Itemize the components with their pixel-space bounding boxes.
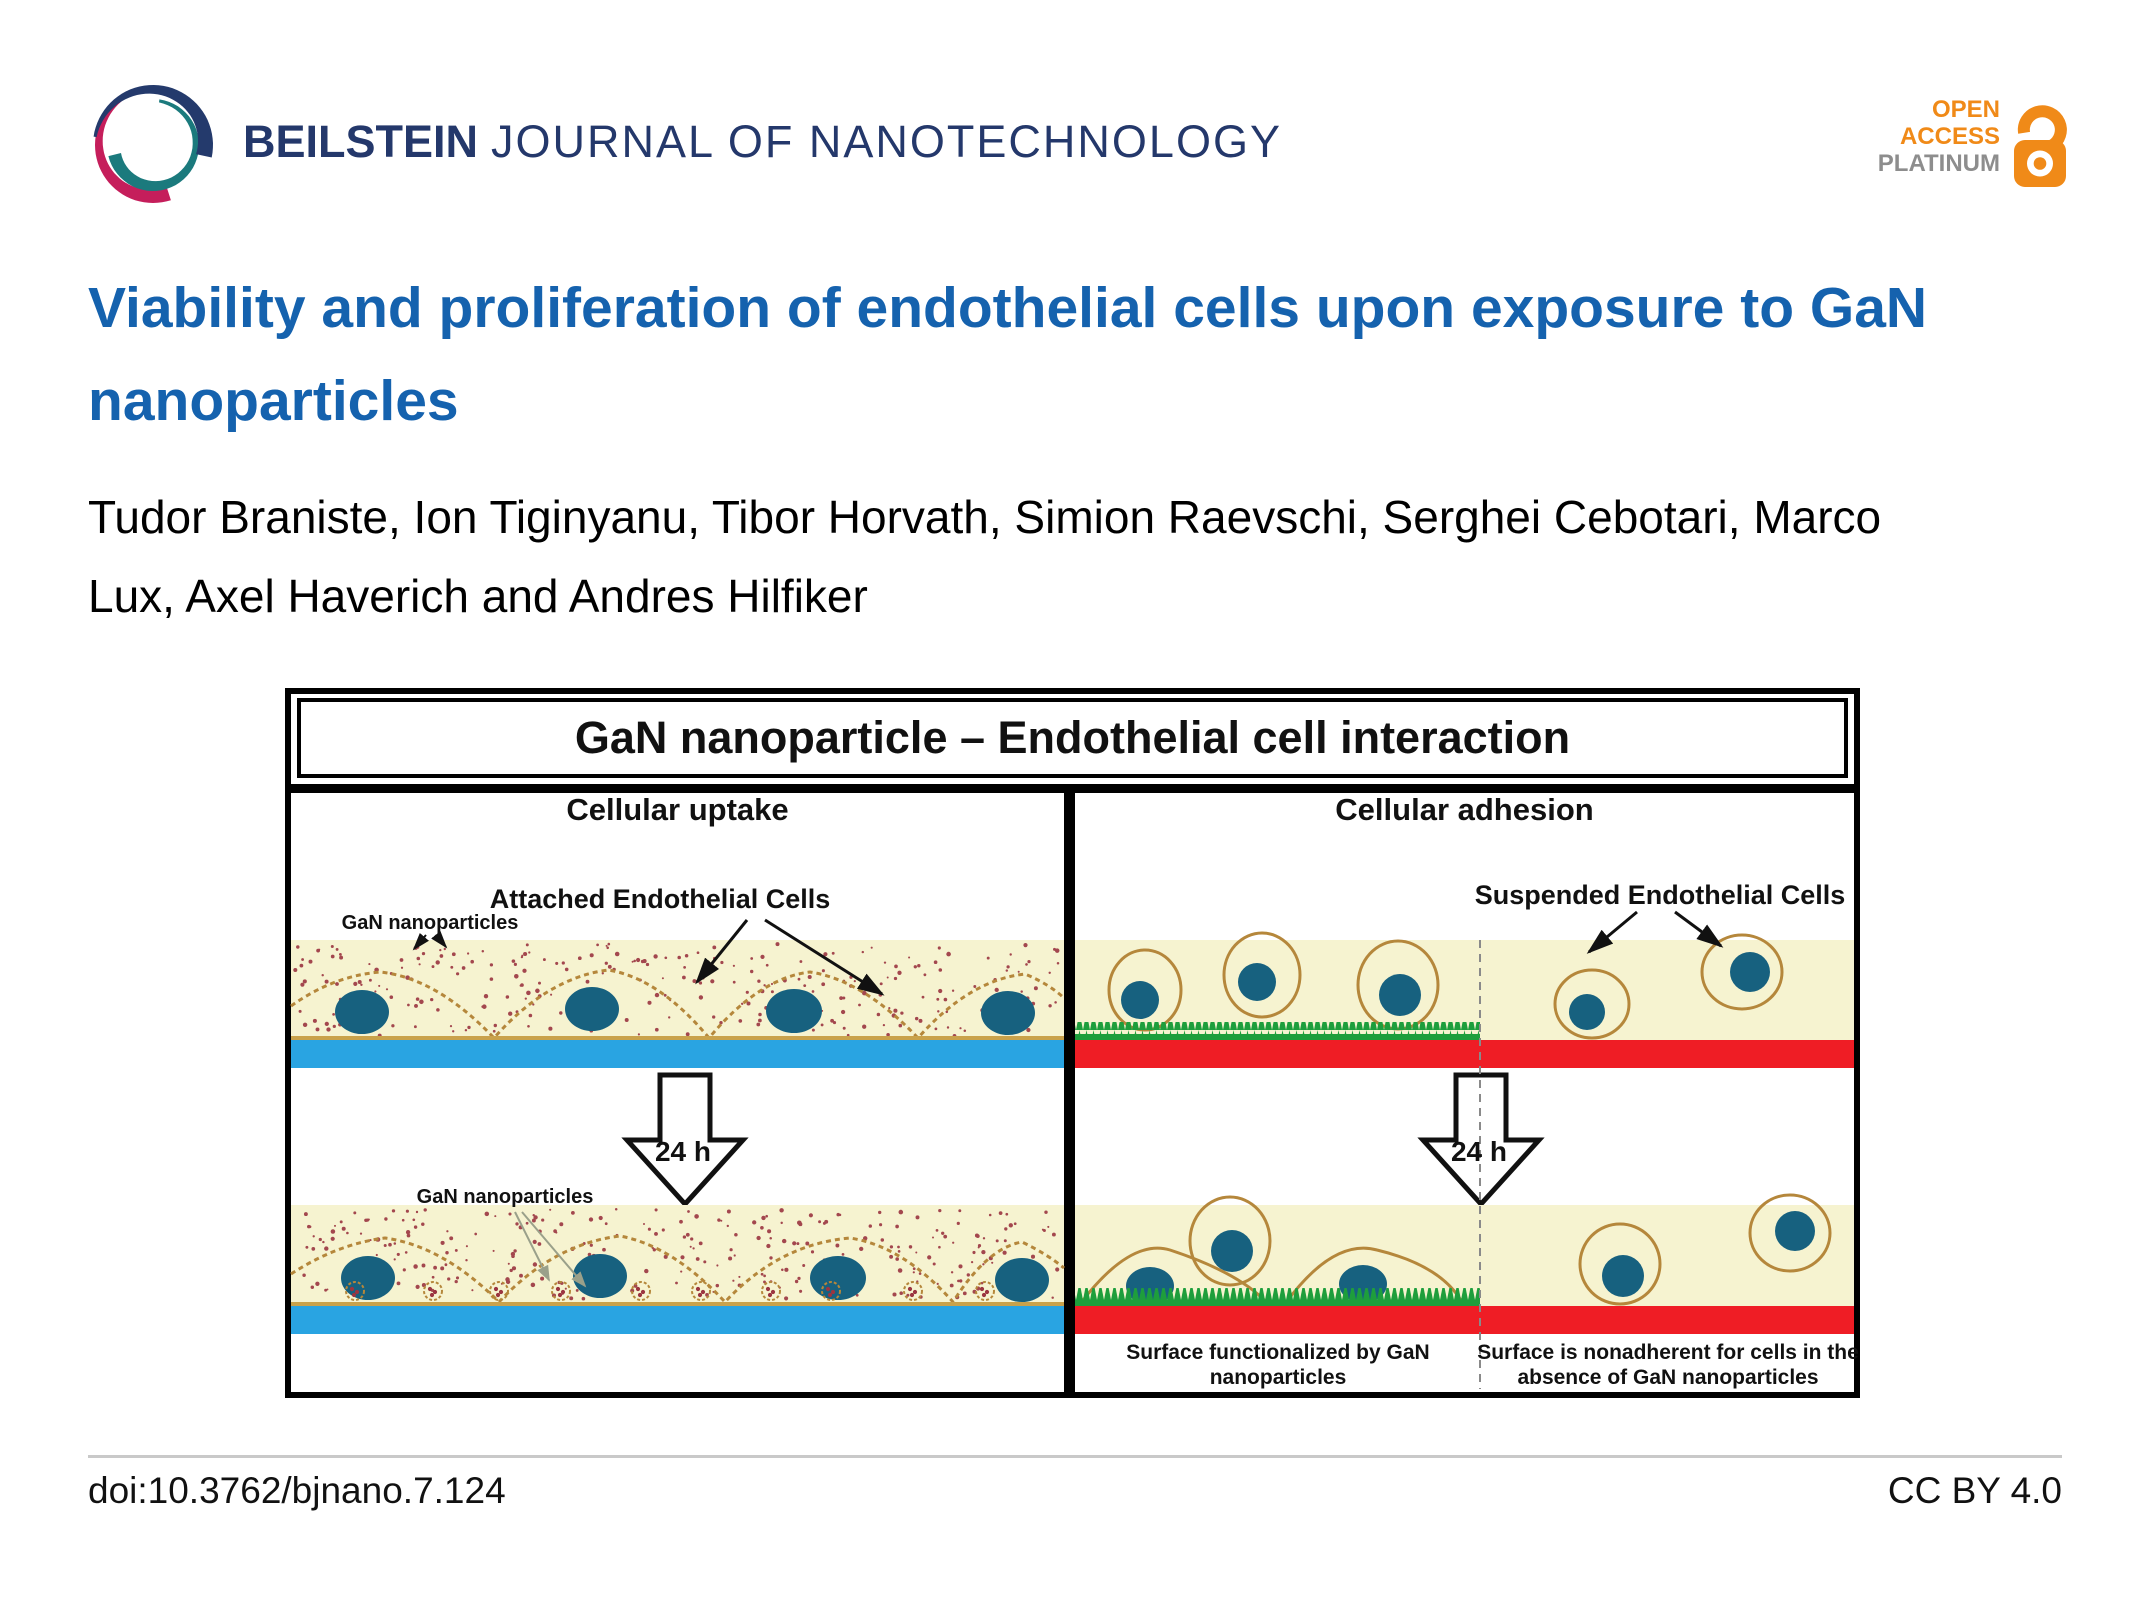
suspended-cells-arrow — [1586, 910, 1638, 954]
open-access-lock-icon — [2014, 105, 2067, 187]
uptaken-nanoparticle-vesicles — [345, 1281, 995, 1301]
gan-functionalized-base-bottom — [1075, 1300, 1480, 1306]
figure-outer-border — [285, 688, 1860, 1398]
journal-name-regular: JOURNAL OF NANOTECHNOLOGY — [491, 116, 1282, 167]
paper-title: Viability and proliferation of endotheli… — [88, 276, 1928, 433]
blue-surface-top — [291, 1040, 1064, 1068]
gan-functionalized-base-top — [1075, 1034, 1480, 1040]
substrate-edge-top — [291, 1036, 1064, 1040]
doi-label: doi:10.3762/bjnano.7.124 — [88, 1470, 506, 1511]
caption-functionalized-surface: Surface functionalized by GaN nanopartic… — [1126, 1341, 1430, 1390]
footer-divider — [88, 1455, 2062, 1458]
figure-title: GaN nanoparticle – Endothelial cell inte… — [574, 712, 1571, 763]
badge-platinum-label: PLATINUM — [1877, 150, 2000, 177]
caption-nonadherent-surface: Surface is nonadherent for cells in the … — [1477, 1341, 1859, 1390]
gan-pointer-line — [514, 1211, 550, 1282]
gan-functionalized-layer-bottom — [1075, 1288, 1480, 1302]
left-24h-arrow — [621, 1072, 749, 1208]
suspended-endothelial-cells-label: Suspended Endothelial Cells — [1474, 880, 1846, 910]
left-panel-heading: Cellular uptake — [566, 792, 789, 827]
cell-nuclei-top — [335, 987, 1035, 1035]
red-surface-bottom — [1075, 1306, 1854, 1334]
journal-name: BEILSTEIN JOURNAL OF NANOTECHNOLOGY — [243, 116, 1282, 168]
attached-endothelial-cells-label: Attached Endothelial Cells — [489, 884, 831, 914]
open-access-badge: OPEN ACCESS PLATINUM — [1878, 96, 2000, 177]
uptake-medium-band-top — [291, 940, 1064, 1040]
suspended-cell-nuclei-top — [1121, 952, 1770, 1030]
gan-nanoparticles-label-bottom: GaN nanoparticles — [416, 1186, 594, 1208]
cell-outlines-bottom — [1078, 1193, 1832, 1306]
red-surface-top — [1075, 1040, 1854, 1068]
license-label: CC BY 4.0 — [1887, 1470, 2062, 1511]
badge-open-label: OPEN — [1931, 96, 2000, 123]
gan-nanoparticles-label-top: GaN nanoparticles — [341, 912, 519, 934]
uptake-medium-band-bottom — [291, 1205, 1064, 1306]
right-panel-heading: Cellular adhesion — [1335, 792, 1594, 827]
figure-vertical-divider — [1064, 793, 1075, 1392]
blue-surface-bottom — [291, 1306, 1064, 1334]
left-panel-graphics — [290, 918, 1066, 1334]
gan-pointer-arrow — [431, 930, 448, 949]
gan-pointer-line — [521, 1211, 587, 1288]
cell-membrane-wave-bottom — [290, 1234, 1065, 1305]
figure-title-box — [297, 698, 1848, 778]
journal-name-bold: BEILSTEIN — [243, 116, 479, 167]
gan-functionalized-layer-top — [1075, 1022, 1480, 1036]
attached-cells-arrow — [695, 919, 749, 985]
graphical-abstract-figure: GaN nanoparticle – Endothelial cell inte… — [285, 688, 1860, 1398]
paper-authors: Tudor Braniste, Ion Tiginyanu, Tibor Hor… — [88, 491, 1882, 623]
left-24h-label: 24 h — [654, 1136, 712, 1167]
cell-nuclei-bottom — [341, 1254, 1049, 1302]
right-panel-graphics — [1075, 910, 1854, 1389]
attached-cells-arrow — [764, 918, 885, 996]
right-24h-label: 24 h — [1450, 1136, 1508, 1167]
lock-shackle — [2017, 105, 2067, 151]
substrate-edge-bottom — [291, 1302, 1064, 1306]
figure-horizontal-divider — [291, 784, 1854, 793]
beilstein-logo-icon — [93, 85, 213, 203]
lock-dot — [2033, 157, 2047, 170]
gan-pointer-arrow — [412, 932, 429, 951]
badge-access-label: ACCESS — [1899, 123, 2000, 150]
figure-canvas — [285, 688, 1860, 1398]
suspended-cells-arrow — [1674, 910, 1724, 948]
